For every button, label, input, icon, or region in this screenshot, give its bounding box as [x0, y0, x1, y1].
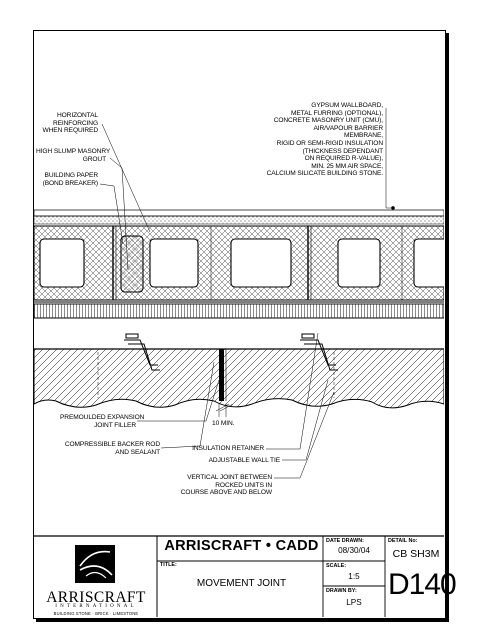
calcium-silicate-stone [34, 348, 444, 409]
arriscraft-logo-mark [75, 545, 115, 583]
label-building-paper: BUILDING PAPER (BOND BREAKER) [42, 172, 98, 187]
label-horizontal-reinforcing: HORIZONTAL REINFORCING WHEN REQUIRED [42, 112, 99, 135]
label-wall-tie: ADJUSTABLE WALL TIE [208, 457, 280, 464]
label-insulation-retainer: INSULATION RETAINER [192, 445, 264, 452]
date-value: 08/30/04 [338, 546, 370, 555]
concrete-masonry-units [34, 225, 444, 301]
detail-number: D140 [388, 568, 457, 601]
drawing-title: MOVEMENT JOINT [196, 578, 287, 589]
title-heading: TITLE: [160, 562, 177, 568]
scale-value: 1:5 [348, 572, 360, 581]
label-vertical-joint: VERTICAL JOINT BETWEEN ROCKED UNITS IN C… [180, 474, 272, 497]
label-backer-rod: COMPRESSIBLE BACKER ROD AND SEALANT [64, 441, 160, 456]
logo-international: INTERNATIONAL [55, 604, 137, 609]
detail-code: CB SH3M [392, 548, 440, 560]
gypsum-wallboard [34, 209, 444, 225]
company-name: ARRISCRAFT • CADD [164, 538, 319, 554]
date-heading: DATE DRAWN: [326, 538, 364, 544]
label-ten-min: 10 MIN. [212, 420, 235, 427]
label-wall-assembly: GYPSUM WALLBOARD, METAL FURRING (OPTIONA… [266, 102, 383, 178]
drawn-by-heading: DRAWN BY: [326, 588, 357, 594]
scale-heading: SCALE: [326, 563, 347, 569]
label-premoulded-filler: PREMOULDED EXPANSION JOINT FILLER [60, 414, 145, 429]
air-space [34, 319, 444, 349]
detail-heading: DETAIL No: [388, 538, 418, 544]
leader-lines [99, 108, 395, 479]
label-high-slump-grout: HIGH SLUMP MASONRY GROUT [36, 148, 111, 163]
logo-wordmark: ARRISCRAFT [46, 589, 146, 606]
drawn-by-value: LPS [346, 598, 362, 607]
rigid-insulation [34, 303, 444, 319]
title-block-frame [33, 535, 444, 617]
adjustable-wall-ties [124, 333, 338, 371]
logo-tagline: BUILDING STONE · BRICK · LIMESTONE [53, 611, 139, 616]
